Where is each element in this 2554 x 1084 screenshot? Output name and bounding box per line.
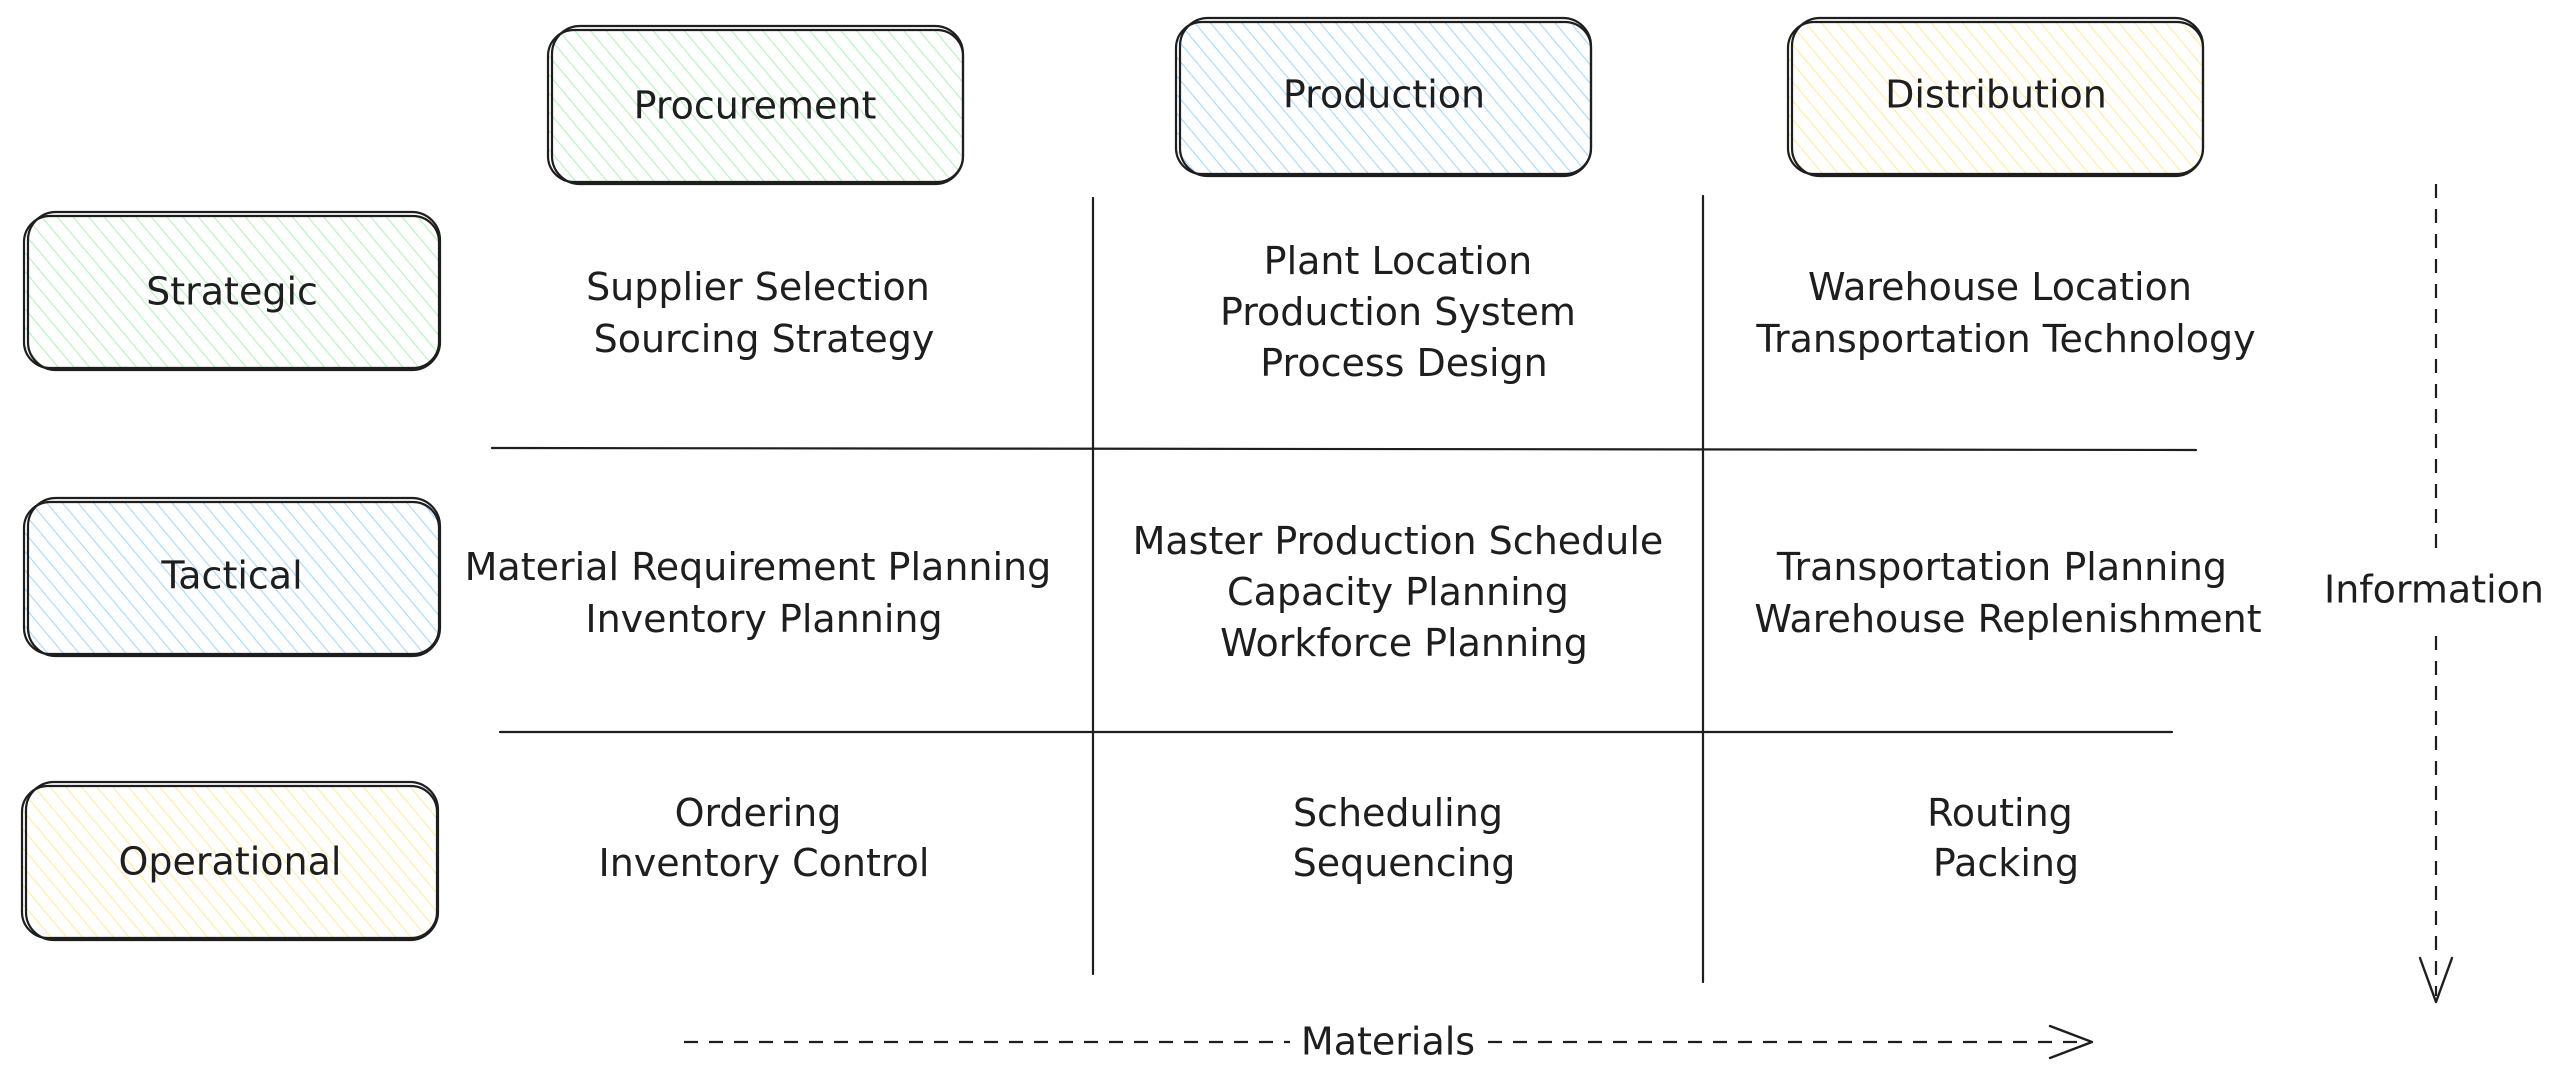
cell-line: Routing — [1927, 791, 2073, 835]
column-header-distribution: Distribution — [1786, 16, 2205, 178]
cell-tactical-distribution: Transportation Planning Warehouse Replen… — [1754, 545, 2261, 641]
cell-strategic-production: Plant Location Production System Process… — [1220, 239, 1588, 385]
row-header-strategic-outline-sketch — [26, 210, 442, 372]
cell-line: Inventory Planning — [585, 597, 942, 641]
row-header-tactical-outline-sketch — [26, 496, 442, 658]
cell-line: Inventory Control — [599, 841, 930, 885]
cell-tactical-production: Master Production Schedule Capacity Plan… — [1133, 519, 1676, 665]
column-header-procurement: Procurement — [546, 24, 965, 186]
cell-line: Scheduling — [1293, 791, 1503, 835]
column-header-distribution-fill — [1788, 22, 2203, 174]
cell-strategic-procurement: Supplier Selection Sourcing Strategy — [586, 265, 942, 361]
materials-label: Materials — [1301, 1020, 1475, 1064]
information-label: Information — [2324, 568, 2544, 612]
cell-line: Transportation Planning — [1776, 545, 2227, 589]
cell-line: Warehouse Location — [1808, 265, 2192, 309]
column-header-distribution-outline-sketch — [1790, 16, 2205, 178]
row-header-strategic: Strategic — [22, 210, 442, 372]
column-header-production: Production — [1174, 16, 1593, 178]
cell-line: Warehouse Replenishment — [1754, 597, 2261, 641]
row-header-operational-fill — [22, 786, 437, 938]
row-header-operational-outline-sketch — [24, 780, 440, 942]
row-header-operational: Operational — [20, 780, 440, 942]
cell-strategic-distribution: Warehouse Location Transportation Techno… — [1755, 265, 2255, 361]
cell-operational-procurement: Ordering Inventory Control — [599, 791, 930, 885]
cell-line: Master Production Schedule — [1133, 519, 1664, 563]
cell-line: Production System — [1220, 290, 1576, 334]
cell-line: Sequencing — [1293, 841, 1516, 885]
row-header-strategic-fill — [24, 216, 439, 368]
grid-line-horizontal-1 — [490, 446, 2198, 452]
column-label-procurement: Procurement — [634, 84, 877, 128]
column-header-production-outline-sketch — [1178, 16, 1593, 178]
cell-tactical-procurement: Material Requirement Planning Inventory … — [465, 545, 1064, 641]
cell-line: Workforce Planning — [1220, 621, 1588, 665]
column-header-production-fill — [1176, 22, 1591, 174]
column-header-procurement-outline-sketch — [550, 24, 965, 186]
cell-line: Capacity Planning — [1227, 570, 1569, 614]
cell-line: Ordering — [675, 791, 842, 835]
row-header-tactical: Tactical — [22, 496, 442, 658]
cell-line: Process Design — [1260, 341, 1547, 385]
column-label-production: Production — [1283, 73, 1485, 117]
cell-line: Packing — [1933, 841, 2079, 885]
materials-arrow-head — [2048, 1024, 2094, 1060]
cell-line: Sourcing Strategy — [594, 317, 935, 361]
row-label-operational: Operational — [119, 840, 342, 884]
cell-line: Material Requirement Planning — [465, 545, 1052, 589]
cell-operational-distribution: Routing Packing — [1927, 791, 2085, 885]
row-label-tactical: Tactical — [160, 554, 302, 598]
cell-line: Plant Location — [1264, 239, 1533, 283]
column-label-distribution: Distribution — [1885, 73, 2107, 117]
cell-operational-production: Scheduling Sequencing — [1293, 791, 1516, 885]
information-arrow-head — [2418, 956, 2454, 1004]
row-label-strategic: Strategic — [146, 270, 318, 314]
row-header-tactical-fill — [24, 502, 439, 654]
cell-line: Transportation Technology — [1755, 317, 2255, 361]
cell-line: Supplier Selection — [586, 265, 930, 309]
column-header-procurement-fill — [548, 30, 963, 182]
